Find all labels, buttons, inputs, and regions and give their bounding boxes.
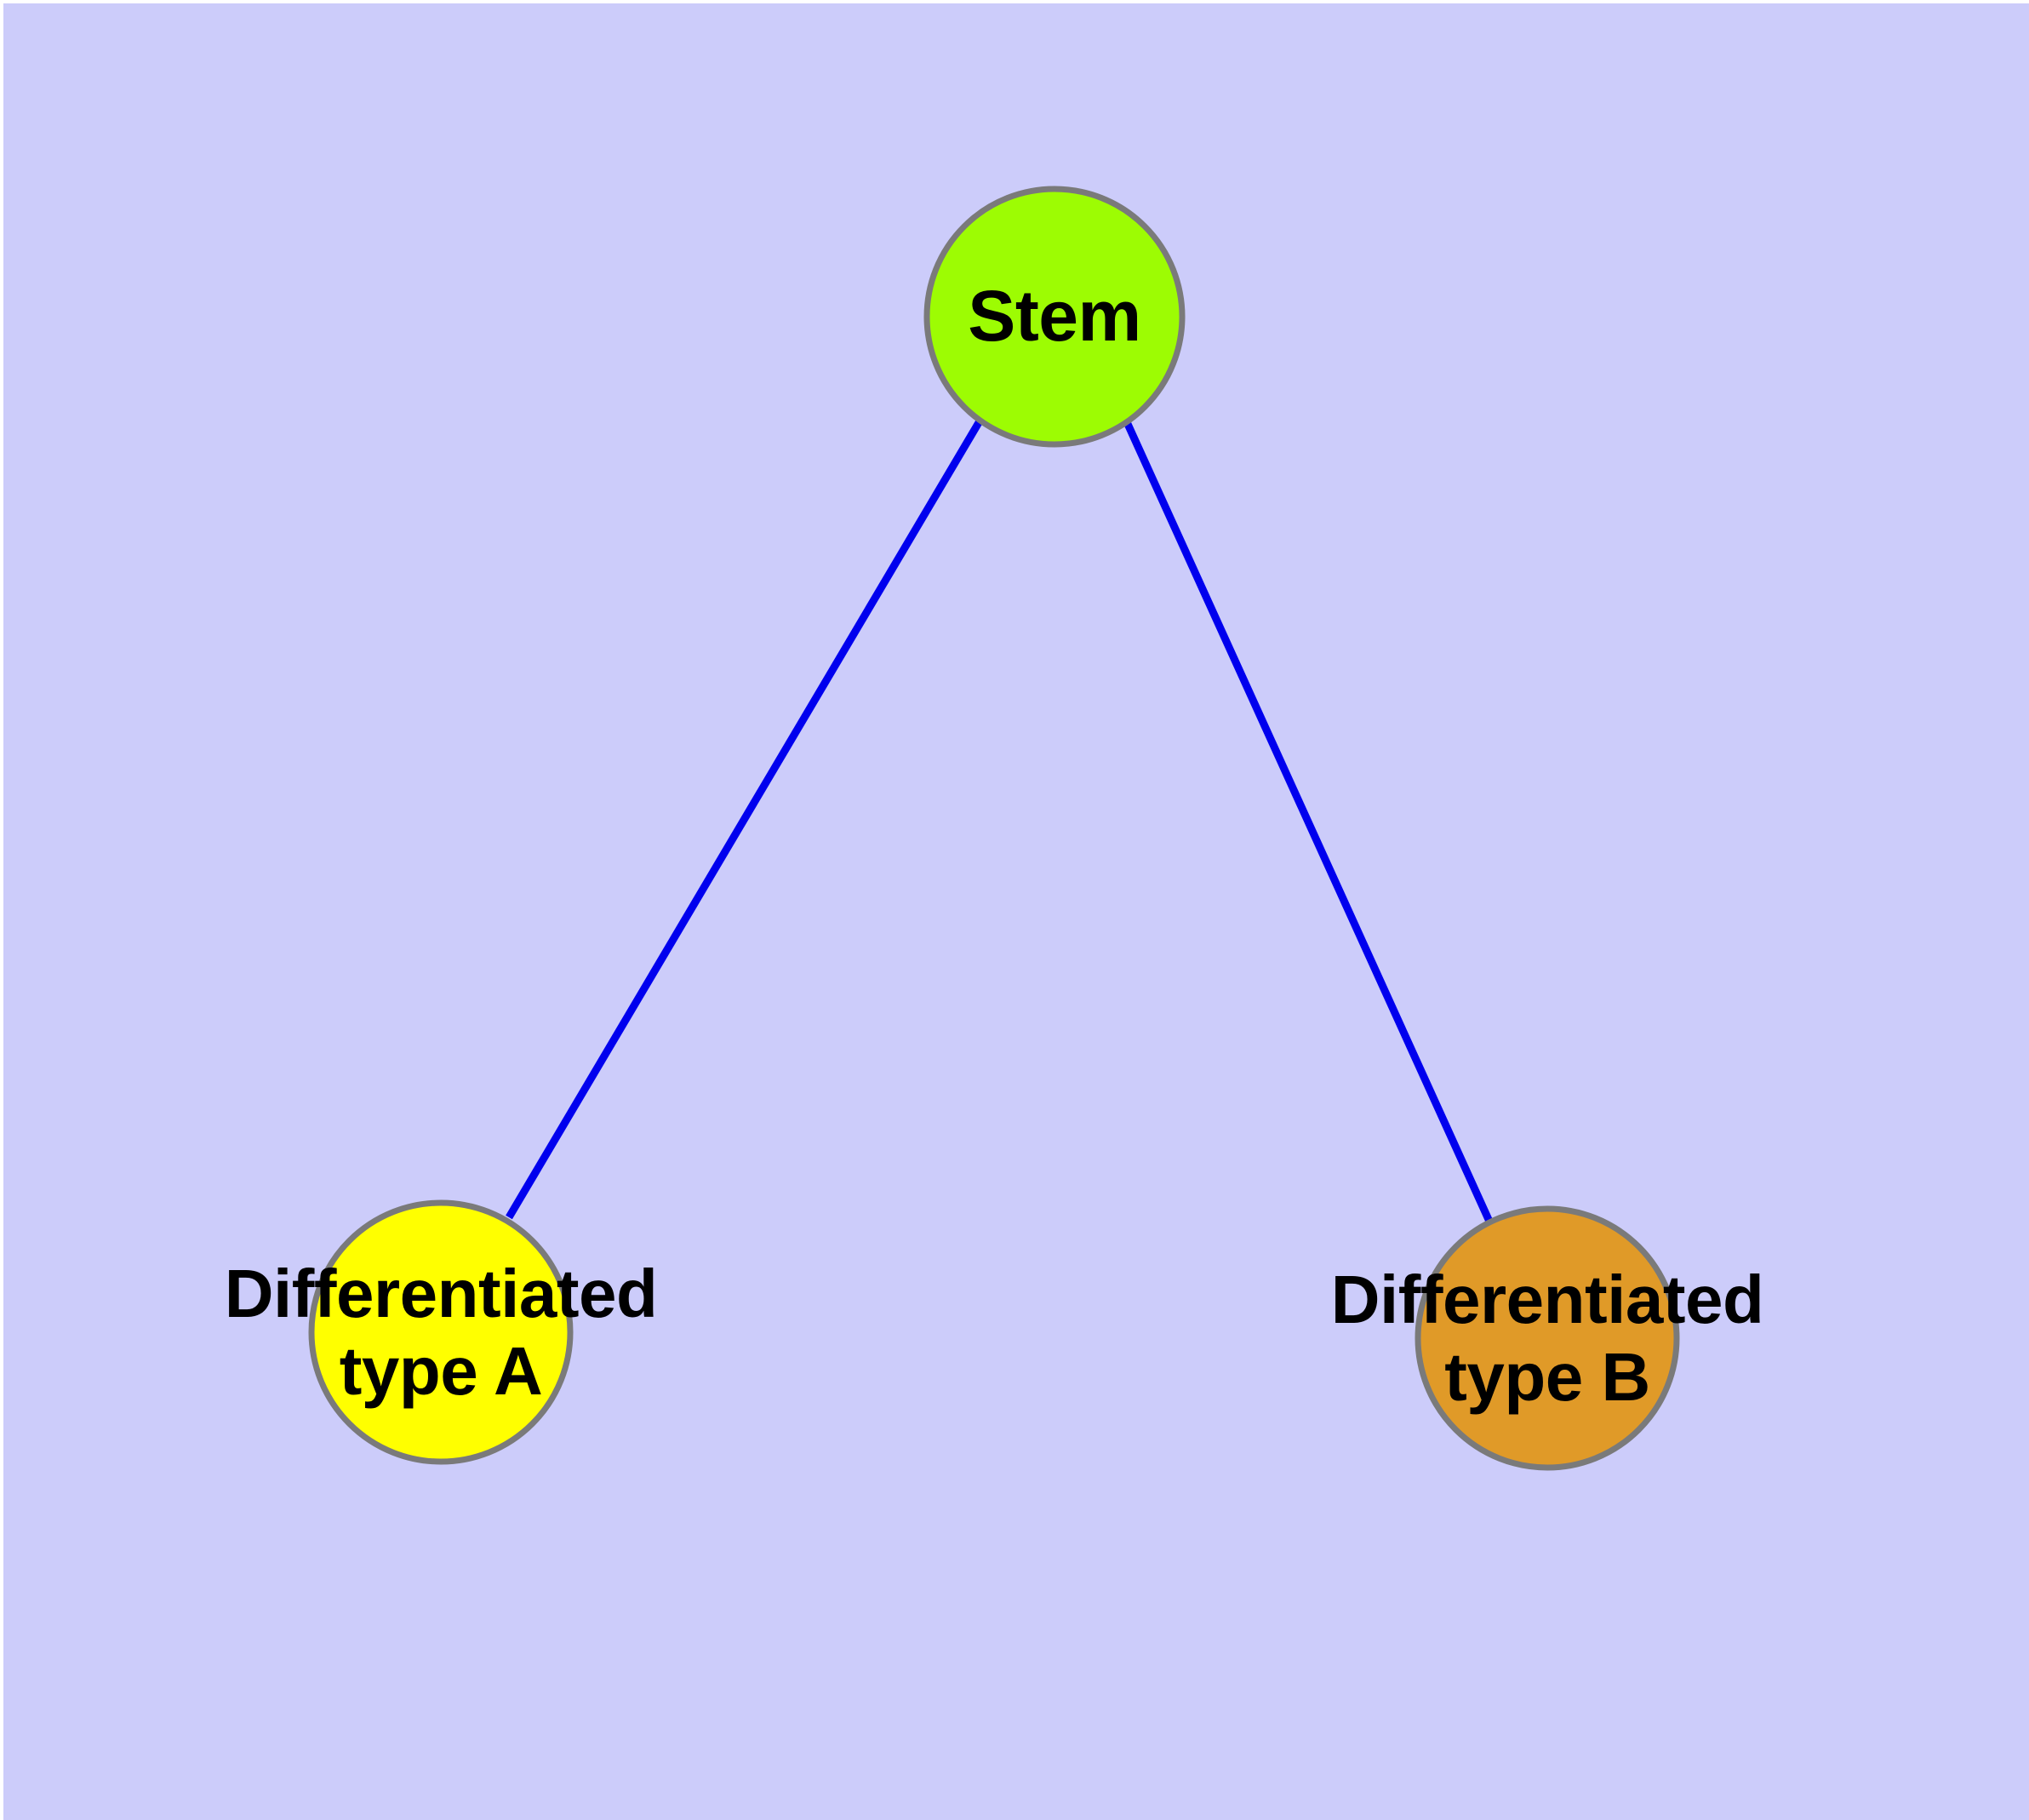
node-label-differentiated-type-b: Differentiated type B: [1331, 1261, 1764, 1416]
node-label-differentiated-type-b-line1: Differentiated: [1330, 1261, 1764, 1337]
node-layer: [308, 186, 1680, 1471]
node-label-stem-line1: Stem: [968, 276, 1141, 357]
node-stem[interactable]: [923, 186, 1186, 448]
node-differentiated-type-a[interactable]: [308, 1199, 574, 1465]
node-label-differentiated-type-a: Differentiated type A: [225, 1255, 658, 1410]
node-label-differentiated-type-a-line2: type A: [339, 1333, 543, 1409]
edge-layer: [506, 413, 1495, 1225]
edge-stem-to-differentiated-type-a[interactable]: [506, 417, 984, 1220]
node-label-differentiated-type-b-line2: type B: [1444, 1339, 1650, 1415]
node-label-differentiated-type-a-line1: Differentiated: [224, 1255, 658, 1331]
node-label-stem: Stem: [968, 276, 1141, 358]
node-differentiated-type-b[interactable]: [1415, 1205, 1680, 1471]
edge-stem-to-differentiated-type-b[interactable]: [1119, 413, 1495, 1225]
